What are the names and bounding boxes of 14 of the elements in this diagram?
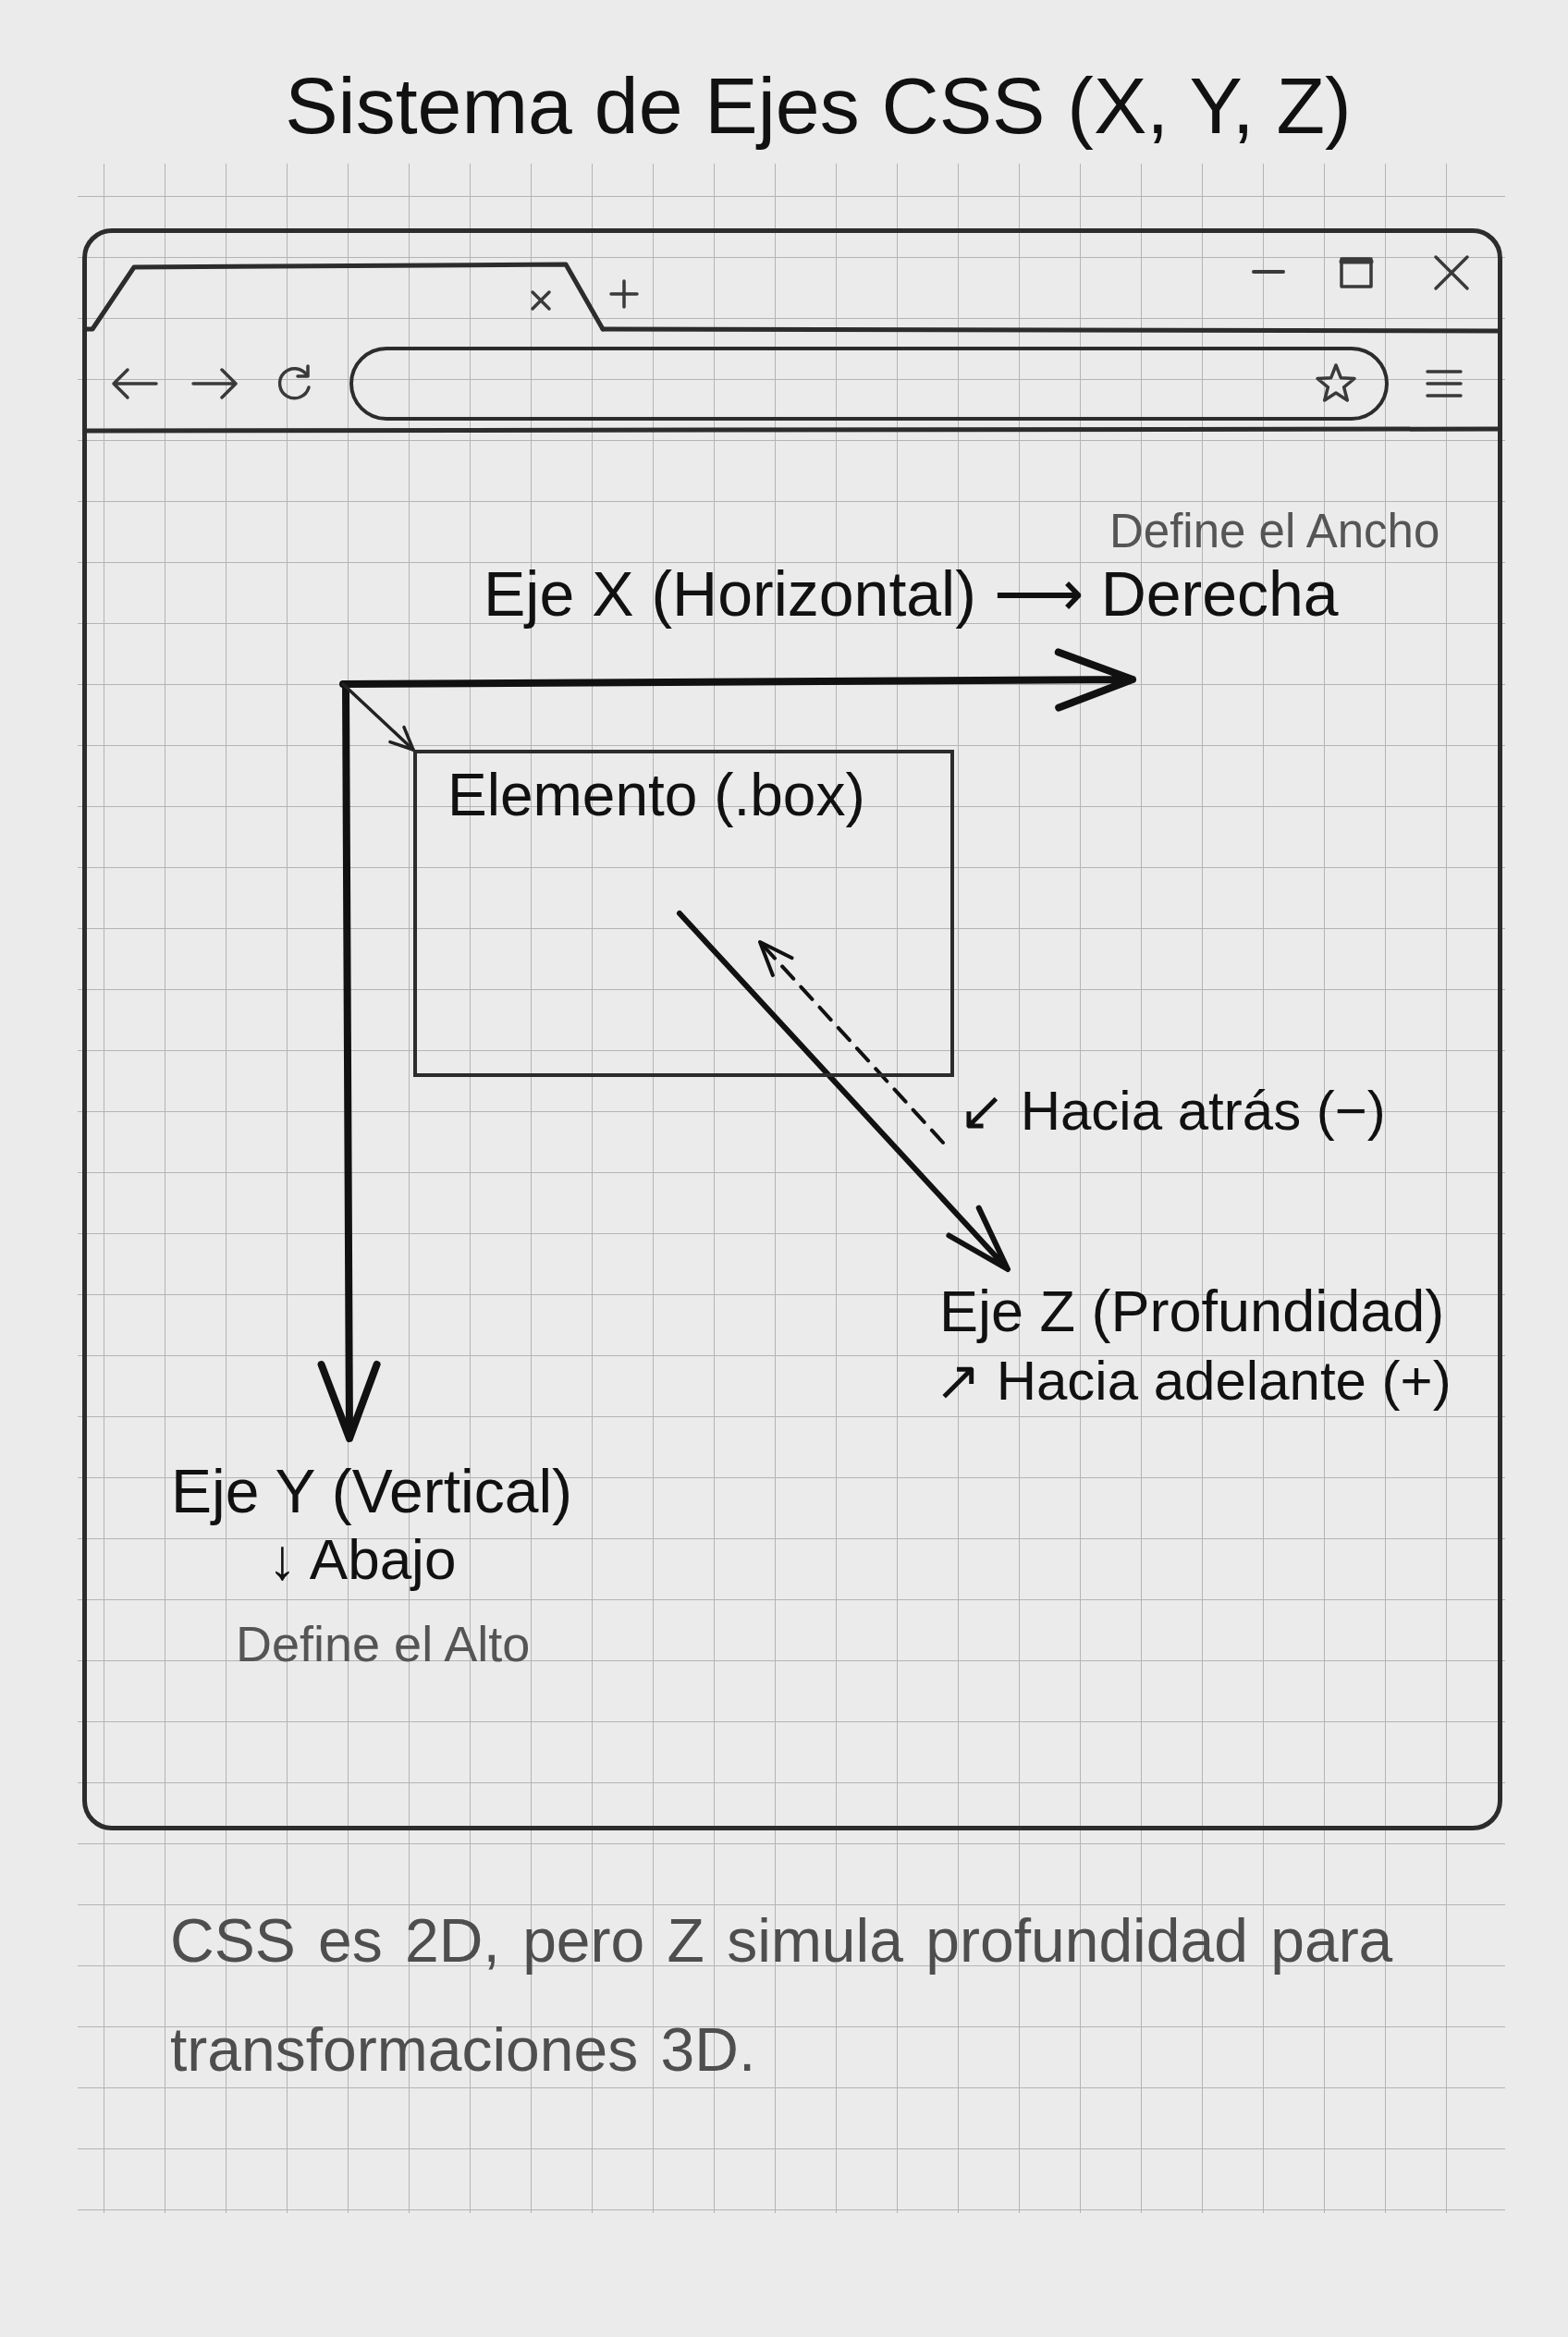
direction-label: ↗ Hacia adelante (+) (935, 1350, 1452, 1413)
direction-label: ↓ Abajo (268, 1527, 457, 1592)
axis-label: Eje X (Horizontal) ⟶ Derecha (484, 558, 1339, 630)
element-box (413, 750, 954, 1077)
axis-note: Define el Alto (236, 1616, 531, 1672)
arrow (341, 682, 415, 752)
browser-window (82, 228, 1502, 1830)
axis-label: Eje Y (Vertical) (171, 1458, 573, 1526)
title: Sistema de Ejes CSS (X, Y, Z) (285, 61, 1352, 151)
direction-label: ↙ Hacia atrás (−) (959, 1080, 1386, 1143)
box-label: Elemento (.box) (447, 763, 865, 829)
axis-label: Eje Z (Profundidad) (939, 1279, 1445, 1344)
caption: CSS es 2D, pero Z simula profundidad para transformaciones 3D. (170, 1905, 1394, 2086)
axis-note: Define el Ancho (1109, 505, 1440, 558)
